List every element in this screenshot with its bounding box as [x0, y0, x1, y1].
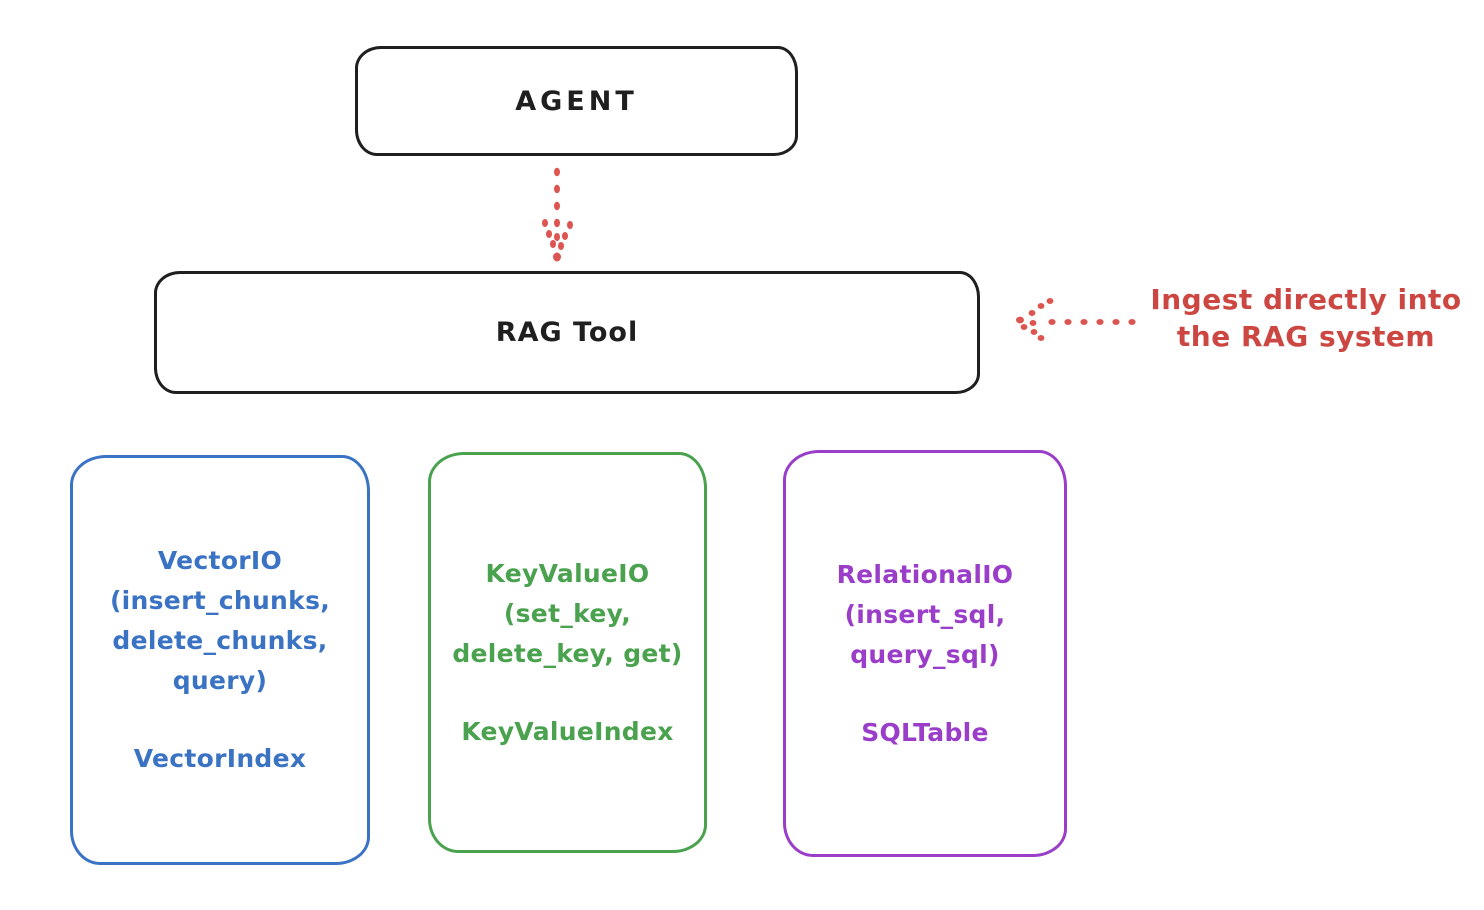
rag-tool-node: RAG Tool: [154, 271, 980, 394]
annotation-text: Ingest directly into the RAG system: [1128, 281, 1484, 355]
vector-io-methods-line-1: (insert_chunks,: [109, 586, 331, 615]
relational-io-node: RelationalIO (insert_sql, query_sql) SQL…: [783, 450, 1067, 857]
dotted-arrow-down-icon: [542, 167, 573, 262]
keyvalue-io-methods-line-2: delete_key, get): [452, 638, 683, 668]
relational-io-methods-line-2: query_sql): [850, 639, 1000, 669]
annotation-line-2: the RAG system: [1176, 320, 1436, 353]
rag-tool-node-label: RAG Tool: [495, 317, 639, 348]
agent-node-label: AGENT: [515, 85, 638, 117]
keyvalue-io-methods-line-1: (set_key,: [503, 598, 632, 628]
sql-table-label: SQLTable: [861, 717, 989, 747]
keyvalue-io-title: KeyValueIO: [485, 558, 650, 588]
relational-io-title: RelationalIO: [836, 559, 1014, 589]
annotation-line-1: Ingest directly into: [1150, 283, 1462, 316]
vector-io-node: VectorIO (insert_chunks, delete_chunks, …: [70, 455, 370, 865]
keyvalue-index-label: KeyValueIndex: [461, 716, 674, 746]
keyvalue-io-node: KeyValueIO (set_key, delete_key, get) Ke…: [428, 452, 707, 853]
relational-io-methods-line-1: (insert_sql,: [844, 599, 1006, 629]
vector-io-methods-line-3: query): [172, 666, 268, 695]
vector-io-methods-line-2: delete_chunks,: [112, 626, 328, 655]
dotted-arrow-left-icon: [1016, 298, 1136, 341]
vector-io-title: VectorIO: [157, 546, 283, 575]
vector-index-label: VectorIndex: [133, 744, 307, 773]
agent-node: AGENT: [355, 46, 798, 156]
